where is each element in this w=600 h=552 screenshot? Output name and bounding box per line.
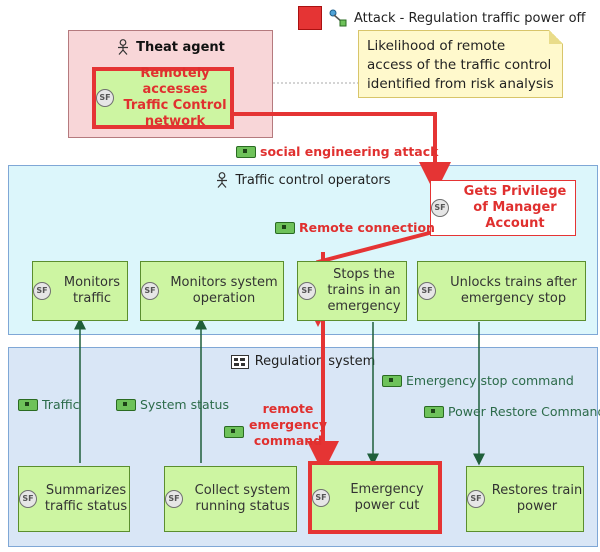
exchange-remote-connection[interactable]: Remote connection: [275, 220, 435, 235]
function-monitors-traffic[interactable]: SF Monitors traffic: [32, 261, 128, 321]
sf-function-icon: SF: [431, 199, 449, 217]
function-emergency-power-cut[interactable]: SF Emergency power cut: [308, 461, 442, 534]
sf-function-icon: SF: [96, 89, 114, 107]
function-summarizes-traffic[interactable]: SF Summarizes traffic status: [18, 466, 130, 532]
lane-reg-title: Regulation system: [254, 354, 376, 369]
sf-function-icon: SF: [141, 282, 159, 300]
legend-label: Attack - Regulation traffic power off: [354, 10, 586, 26]
exchange-social-engineering[interactable]: social engineering attack: [236, 144, 438, 159]
function-gets-privilege-label: Gets Privilege of Manager Account: [463, 184, 567, 231]
lane-reg-title-row: Regulation system: [9, 354, 597, 369]
sf-function-icon: SF: [312, 488, 330, 507]
function-stops-trains[interactable]: SF Stops the trains in an emergency: [297, 261, 407, 321]
exchange-icon: [275, 221, 295, 234]
note[interactable]: Likelihood of remote access of the traff…: [358, 30, 563, 98]
function-unlocks-trains[interactable]: SF Unlocks trains after emergency stop: [417, 261, 586, 321]
exchange-traffic[interactable]: Traffic: [18, 397, 80, 412]
exchange-icon: [382, 374, 402, 387]
sf-function-icon: SF: [418, 282, 436, 300]
exchange-emergency-stop[interactable]: Emergency stop command: [382, 373, 574, 388]
actor-icon: [118, 39, 129, 55]
edge-social-engineering: [232, 112, 451, 194]
function-collect-status[interactable]: SF Collect system running status: [164, 466, 297, 532]
agent-title-row: Theat agent: [69, 39, 272, 55]
function-collect-status-label: Collect system running status: [194, 483, 291, 514]
sf-function-icon: SF: [165, 490, 183, 508]
function-unlocks-trains-label: Unlocks trains after emergency stop: [450, 275, 577, 306]
attack-legend-icon: [329, 9, 347, 27]
actor-icon: [217, 172, 228, 188]
exchange-power-restore[interactable]: Power Restore Command: [424, 404, 600, 419]
legend: Attack - Regulation traffic power off: [298, 6, 586, 30]
exchange-social-engineering-label: social engineering attack: [260, 144, 439, 159]
function-monitors-traffic-label: Monitors traffic: [63, 275, 121, 306]
function-remotely-accesses[interactable]: SF Remotely accesses Traffic Control net…: [92, 66, 234, 129]
function-restores-power-label: Restores train power: [491, 483, 583, 514]
exchange-emergency-stop-label: Emergency stop command: [406, 373, 574, 388]
function-monitors-system-label: Monitors system operation: [170, 275, 278, 306]
exchange-icon: [236, 145, 256, 158]
lane-ops-title-row: Traffic control operators: [9, 172, 597, 188]
function-emergency-power-cut-label: Emergency power cut: [350, 481, 424, 513]
exchange-power-restore-label: Power Restore Command: [448, 404, 600, 419]
function-gets-privilege[interactable]: SF Gets Privilege of Manager Account: [430, 180, 576, 236]
sf-function-icon: SF: [19, 490, 37, 508]
note-text: Likelihood of remote access of the traff…: [367, 38, 554, 92]
sf-function-icon: SF: [33, 282, 51, 300]
exchange-remote-connection-label: Remote connection: [299, 220, 435, 235]
exchange-icon: [18, 398, 38, 411]
function-stops-trains-label: Stops the trains in an emergency: [327, 267, 401, 314]
sf-function-icon: SF: [298, 282, 316, 300]
attack-legend-swatch: [298, 6, 322, 30]
function-summarizes-traffic-label: Summarizes traffic status: [44, 483, 128, 514]
exchange-traffic-label: Traffic: [42, 397, 80, 412]
exchange-icon: [116, 398, 136, 411]
exchange-remote-emergency-label: remote emergency command: [248, 401, 328, 448]
sf-function-icon: SF: [467, 490, 485, 508]
agent-title: Theat agent: [136, 39, 225, 55]
exchange-icon: [424, 405, 444, 418]
function-monitors-system[interactable]: SF Monitors system operation: [140, 261, 284, 321]
exchange-system-status[interactable]: System status: [116, 397, 229, 412]
function-remotely-accesses-label: Remotely accesses Traffic Control networ…: [123, 66, 227, 129]
exchange-system-status-label: System status: [140, 397, 229, 412]
function-restores-power[interactable]: SF Restores train power: [466, 466, 584, 532]
exchange-remote-emergency[interactable]: remote emergency command: [224, 401, 328, 449]
lane-ops-title: Traffic control operators: [235, 172, 391, 188]
system-icon: [230, 354, 249, 369]
exchange-icon: [224, 426, 244, 438]
